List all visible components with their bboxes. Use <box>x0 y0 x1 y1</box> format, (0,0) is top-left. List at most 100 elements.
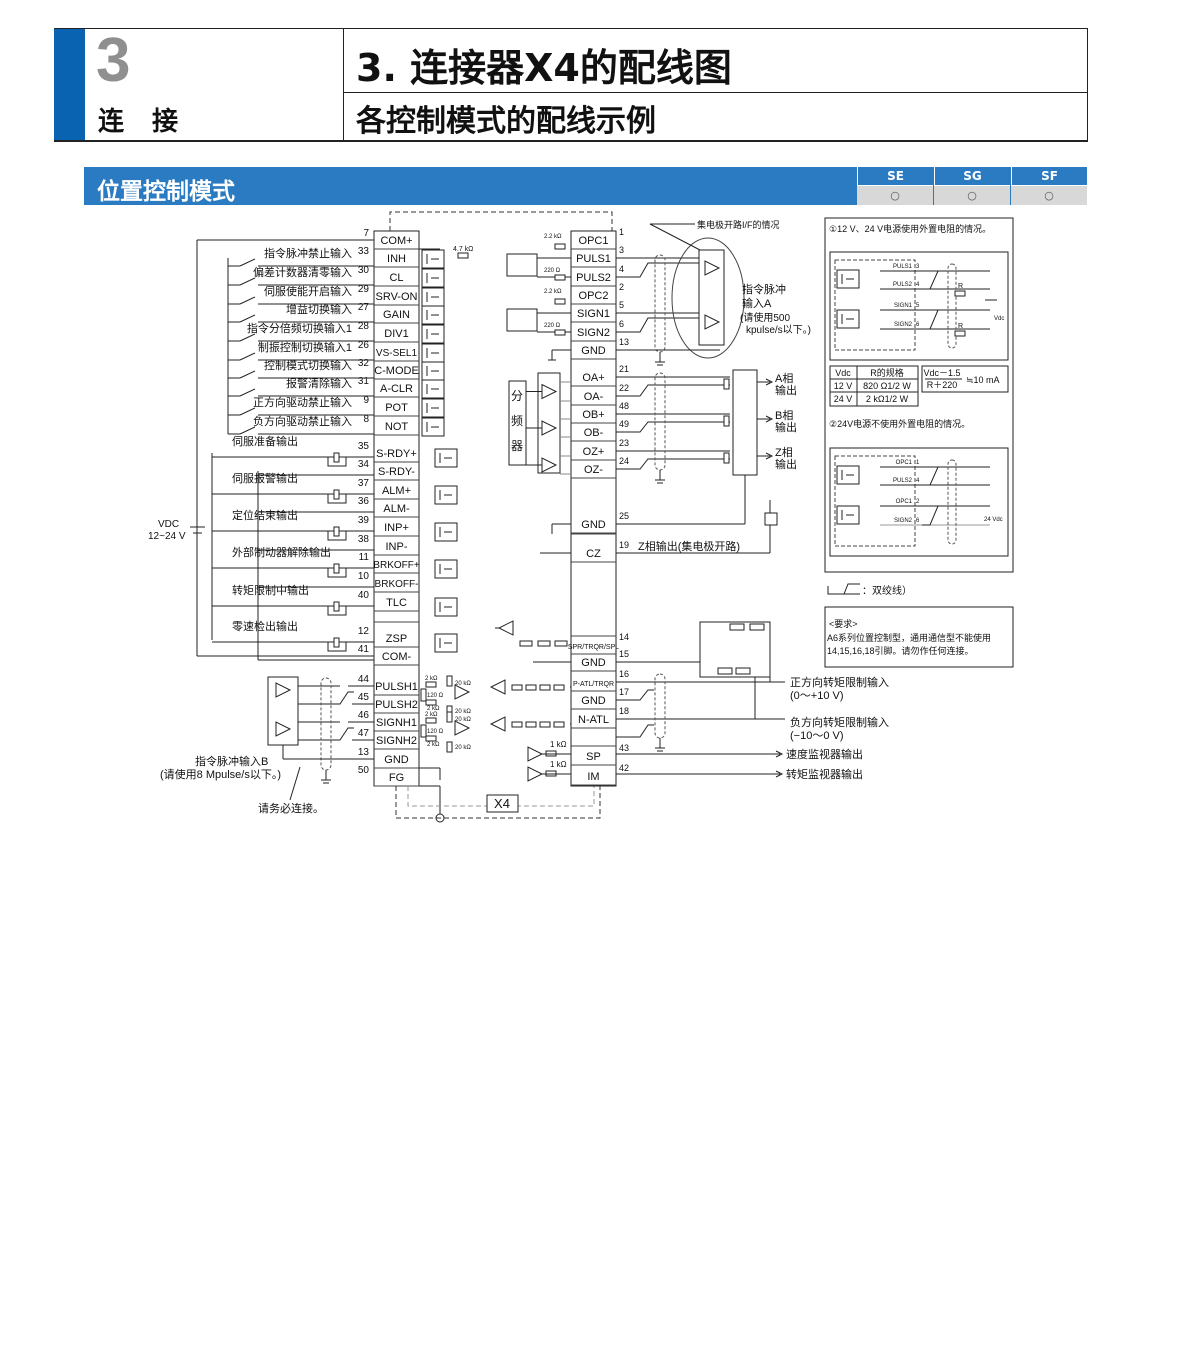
case1-title: ①12 V、24 V电源使用外置电阻的情况。 <box>829 223 991 234</box>
model-name: SF <box>1011 167 1087 185</box>
chapter-number: 3 <box>96 26 131 95</box>
switch-icon <box>239 407 256 416</box>
phase-output-label: Z相 <box>775 446 793 459</box>
twisted-pair-icon <box>632 262 654 278</box>
phase-output-label: 输出 <box>775 383 797 397</box>
twisted-pair-legend-icon <box>827 583 860 595</box>
switch-icon <box>239 333 256 342</box>
resistor-icon <box>539 684 551 691</box>
resistor-value: 20 kΩ <box>455 717 471 723</box>
pin-number: 24 <box>619 456 629 466</box>
formula-denominator: R＋220 <box>927 380 958 390</box>
pin-signal-inp: INP+ <box>384 522 409 534</box>
switch-icon <box>239 314 256 323</box>
relay-coil-icon <box>333 452 340 463</box>
twisted-pair-icon <box>922 270 944 290</box>
input-label: 伺服使能开启输入 <box>264 284 352 298</box>
pin-signal-oa: OA+ <box>582 372 604 384</box>
input-label: 控制模式切换输入 <box>264 358 352 372</box>
pin-signal-inp: INP- <box>386 541 408 553</box>
resistor-icon <box>519 640 533 647</box>
pin-number: 31 <box>358 376 370 387</box>
pulse-input-b-note: (请使用8 Mpulse/s以下。) <box>160 768 281 781</box>
pin-signal-gnd: GND <box>581 657 606 669</box>
resistor-icon <box>729 623 745 631</box>
vdc-label: VDC <box>158 519 179 530</box>
twisted-pair-icon <box>922 466 944 486</box>
phase-output-label: B相 <box>775 409 793 422</box>
pin-number: 1 <box>916 460 920 466</box>
pin-signal-opc1: OPC1 <box>579 235 609 247</box>
twisted-pair-icon <box>922 309 944 330</box>
arrow-icon <box>765 378 774 386</box>
chapter-tab <box>54 29 85 140</box>
pin-signal-sign2: SIGN2 <box>577 327 610 339</box>
model-name: SG <box>934 167 1010 185</box>
table-header: R的规格 <box>870 367 904 378</box>
shield-icon <box>320 677 332 771</box>
pin-signal: SIGN1 <box>894 303 913 309</box>
pulse-input-a-label: 输入A <box>742 296 772 310</box>
divider <box>343 29 344 140</box>
output-label: 零速检出输出 <box>232 619 298 633</box>
vdc-range-label: 12~24 V <box>148 531 186 542</box>
pin-signal: OPC1 <box>896 499 913 505</box>
pin-signal-fg: FG <box>389 772 404 784</box>
pin-number: 13 <box>619 337 629 347</box>
input-label: 正方向驱动禁止输入 <box>253 395 352 409</box>
resistor-icon <box>425 681 437 688</box>
resistor-value: 20 kΩ <box>455 709 471 715</box>
pin-signal-vssel1: VS-SEL1 <box>376 348 418 359</box>
pin-signal-oz: OZ- <box>584 464 603 476</box>
positive-torque-limit-label: 正方向转矩限制输入 <box>790 675 889 689</box>
resistor-value: 2.2 kΩ <box>544 289 562 295</box>
resistor-icon <box>420 688 427 702</box>
twisted-pair-icon <box>632 317 654 333</box>
switch-icon <box>239 296 256 305</box>
pin-number: 5 <box>619 300 624 310</box>
pin-number: 4 <box>619 264 624 274</box>
ground-terminal-icon <box>764 512 778 526</box>
cable-shield <box>389 211 613 231</box>
pin-number: 42 <box>619 763 629 773</box>
model-support-mark: ○ <box>857 185 933 205</box>
formula-numerator: Vdc－1.5 <box>923 368 960 378</box>
resistor-icon <box>553 721 565 728</box>
open-collector-if-label: 集电极开路I/F的情况 <box>697 219 780 230</box>
line-receiver-box <box>732 369 758 476</box>
input-label: 指令分倍频切换输入1 <box>247 321 352 335</box>
frequency-divider-label: 频 <box>511 414 523 428</box>
pin-number: 6 <box>619 319 624 329</box>
resistor-icon <box>457 252 469 259</box>
pin-signal-im: IM <box>587 771 599 783</box>
shield-icon <box>947 263 957 349</box>
amplifier-icon <box>489 716 506 732</box>
photocoupler-icon <box>506 308 538 332</box>
pin-signal-alm: ALM- <box>383 503 410 515</box>
pin-number: 1 <box>619 227 624 237</box>
open-collector-highlight <box>671 237 745 359</box>
pin-signal-ob: OB- <box>584 427 604 439</box>
pin-signal: SIGN2 <box>894 322 913 328</box>
pin-signal-aclr: A-CLR <box>380 383 413 395</box>
pin-number: 26 <box>358 340 370 351</box>
pin-number: 4 <box>916 282 920 288</box>
page-subtitle: 各控制模式的配线示例 <box>356 104 656 139</box>
photocoupler-icon <box>506 253 538 277</box>
twisted-pair-icon <box>632 458 654 470</box>
input-label: 负方向驱动禁止输入 <box>253 414 352 428</box>
pin-signal: PULS1 <box>893 264 913 270</box>
pin-signal: OPC1 <box>896 460 913 466</box>
relay-coil-icon <box>333 489 340 500</box>
flyback-diode-icon <box>327 606 347 616</box>
output-label: 转矩限制中输出 <box>232 583 309 597</box>
pin-number: 15 <box>619 649 629 659</box>
resistor-icon <box>554 243 566 250</box>
page-title: 3. 连接器X4的配线图 <box>356 46 732 90</box>
twisted-pair-icon <box>632 384 654 397</box>
pin-signal-zsp: ZSP <box>386 633 407 645</box>
requirements-box <box>824 606 1014 668</box>
pin-number: 8 <box>363 414 369 425</box>
resistor-icon <box>425 717 437 724</box>
